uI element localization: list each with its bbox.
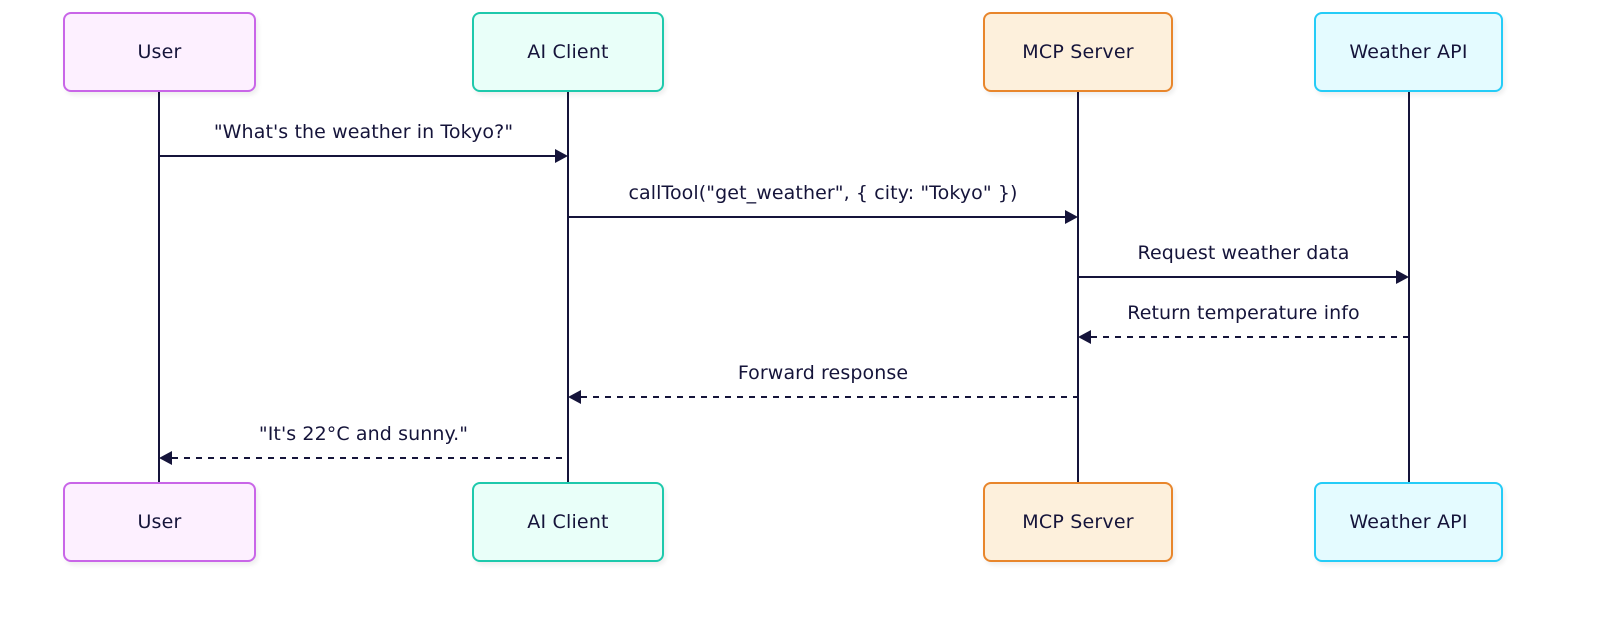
message-line-msg-request-weather bbox=[1078, 276, 1396, 278]
lifeline-user bbox=[158, 92, 160, 482]
lifeline-mcp-server bbox=[1077, 92, 1079, 482]
participant-box-ai-client-top[interactable]: AI Client bbox=[472, 12, 664, 92]
message-arrowhead-msg-return-temperature bbox=[1078, 330, 1091, 344]
lifeline-ai-client bbox=[567, 92, 569, 482]
participant-label-weather-api: Weather API bbox=[1349, 511, 1468, 533]
participant-label-mcp-server: MCP Server bbox=[1022, 511, 1134, 533]
participant-label-user: User bbox=[137, 41, 182, 63]
message-label-msg-return-temperature: Return temperature info bbox=[1127, 302, 1360, 324]
participant-label-mcp-server: MCP Server bbox=[1022, 41, 1134, 63]
participant-box-ai-client-bottom[interactable]: AI Client bbox=[472, 482, 664, 562]
participant-label-ai-client: AI Client bbox=[527, 41, 609, 63]
participant-box-user-top[interactable]: User bbox=[63, 12, 256, 92]
message-label-msg-calltool: callTool("get_weather", { city: "Tokyo" … bbox=[628, 182, 1018, 204]
message-label-msg-forward-response: Forward response bbox=[737, 362, 909, 384]
message-arrowhead-msg-calltool bbox=[1065, 210, 1078, 224]
participant-box-weather-api-top[interactable]: Weather API bbox=[1314, 12, 1503, 92]
participant-label-weather-api: Weather API bbox=[1349, 41, 1468, 63]
message-arrowhead-msg-request-weather bbox=[1396, 270, 1409, 284]
message-label-msg-user-question: "What's the weather in Tokyo?" bbox=[213, 121, 514, 143]
participant-label-user: User bbox=[137, 511, 182, 533]
message-arrowhead-msg-user-question bbox=[555, 149, 568, 163]
participant-box-user-bottom[interactable]: User bbox=[63, 482, 256, 562]
message-label-msg-final-answer: "It's 22°C and sunny." bbox=[258, 423, 469, 445]
message-line-msg-return-temperature bbox=[1091, 336, 1409, 338]
message-line-msg-user-question bbox=[159, 155, 555, 157]
message-line-msg-final-answer bbox=[172, 457, 568, 459]
message-label-msg-request-weather: Request weather data bbox=[1137, 242, 1350, 264]
participant-box-mcp-server-top[interactable]: MCP Server bbox=[983, 12, 1173, 92]
message-arrowhead-msg-forward-response bbox=[568, 390, 581, 404]
lifeline-weather-api bbox=[1408, 92, 1410, 482]
participant-box-mcp-server-bottom[interactable]: MCP Server bbox=[983, 482, 1173, 562]
participant-label-ai-client: AI Client bbox=[527, 511, 609, 533]
message-line-msg-forward-response bbox=[581, 396, 1078, 398]
message-arrowhead-msg-final-answer bbox=[159, 451, 172, 465]
participant-box-weather-api-bottom[interactable]: Weather API bbox=[1314, 482, 1503, 562]
message-line-msg-calltool bbox=[568, 216, 1065, 218]
